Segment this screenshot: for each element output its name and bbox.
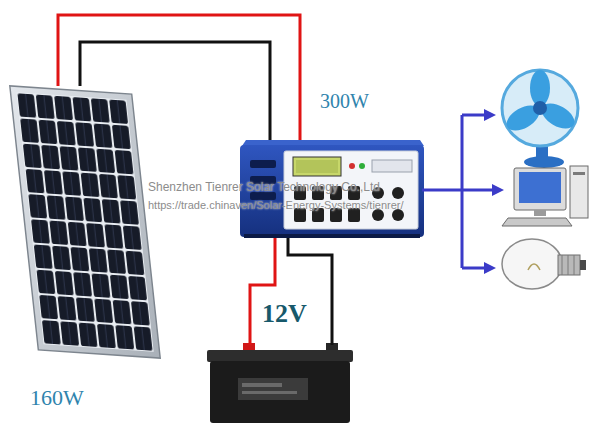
watermark-text: https://trade.chinaven/Solar-Energy-Syst…	[148, 199, 404, 211]
watermark-text: Shenzhen Tienrer Solar Technology Co.,Lt…	[148, 180, 380, 194]
power-wire	[80, 42, 270, 140]
power-wire	[250, 238, 275, 345]
rating-label: 300W	[320, 90, 369, 112]
output-arrows	[422, 109, 504, 274]
component-node: 12V	[205, 345, 355, 425]
power-wire	[58, 15, 300, 140]
fan-icon	[502, 70, 579, 168]
component-node: 160W	[12, 86, 158, 364]
computer-icon	[502, 166, 588, 226]
rating-label: 12V	[262, 300, 307, 329]
solar-panel	[10, 86, 160, 358]
power-wire	[288, 238, 332, 345]
bulb-icon	[502, 239, 586, 289]
battery	[207, 343, 353, 423]
rating-label: 160W	[30, 386, 84, 410]
